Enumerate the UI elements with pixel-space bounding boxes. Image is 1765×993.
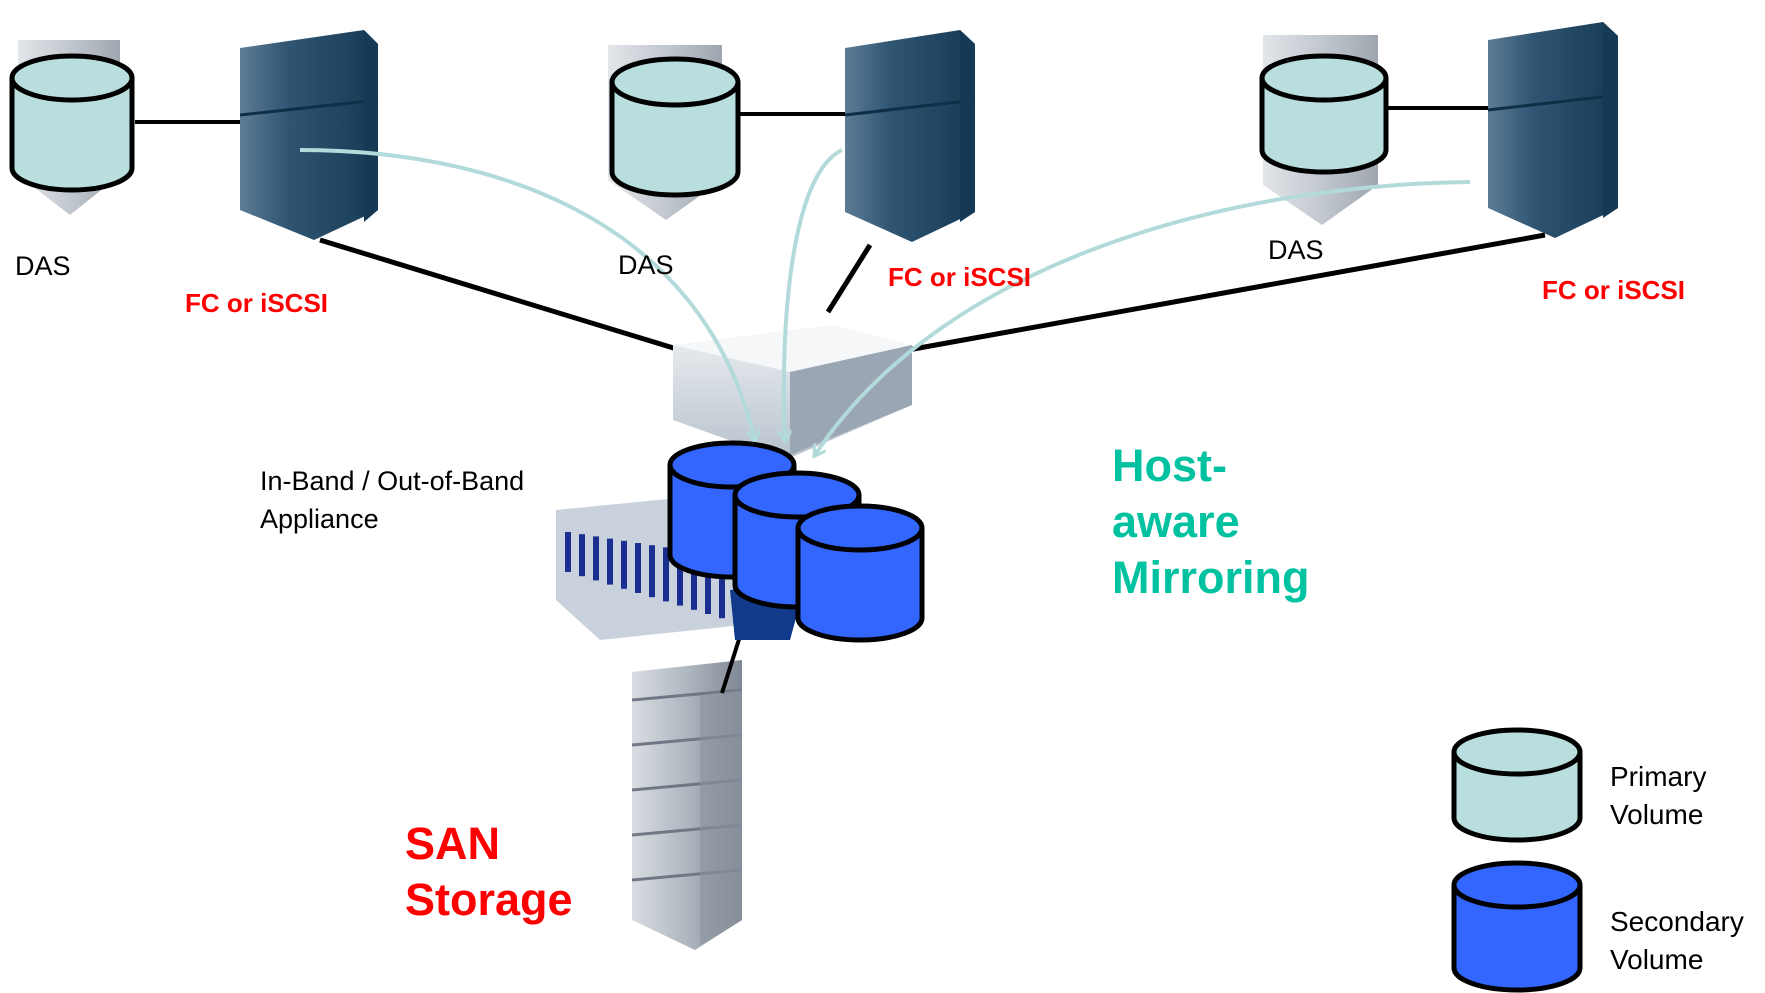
appliance-slot xyxy=(593,536,599,581)
appliance-slot xyxy=(663,547,669,602)
legend-secondary-label: Secondary Volume xyxy=(1610,903,1744,979)
protocol-label-3: FC or iSCSI xyxy=(1542,275,1686,305)
appliance-slot xyxy=(621,540,627,589)
appliance-slot xyxy=(691,551,697,610)
das-links xyxy=(135,106,1488,124)
appliance-slot xyxy=(705,554,711,614)
san-label-line-2: Storage xyxy=(405,874,573,925)
appliance-label-line-1: In-Band / Out-of-Band xyxy=(260,466,525,496)
mirroring-label: Host- aware Mirroring xyxy=(1112,438,1310,606)
san-storage-icon xyxy=(631,660,743,950)
san-link xyxy=(720,629,744,694)
das-label-1: DAS xyxy=(15,251,71,281)
das-label-3: DAS xyxy=(1268,235,1324,265)
server-tower-icon xyxy=(239,30,379,240)
appliance-slot xyxy=(635,543,641,593)
legend-primary-icon xyxy=(1451,727,1583,843)
legend-primary-label: Primary Volume xyxy=(1610,758,1706,834)
appliance-slot xyxy=(565,532,571,572)
appliance-slot xyxy=(677,549,683,606)
protocol-label-2: FC or iSCSI xyxy=(888,262,1032,292)
legend-secondary-line-1: Secondary xyxy=(1610,906,1744,937)
appliance-slot xyxy=(719,556,725,619)
legend-secondary-line-2: Volume xyxy=(1610,944,1704,975)
legend-secondary-icon xyxy=(1451,860,1583,993)
san-label-line-1: SAN xyxy=(405,818,501,869)
mirroring-label-line-3: Mirroring xyxy=(1112,552,1310,603)
secondary-volume-icon xyxy=(795,503,925,643)
appliance-slot xyxy=(649,545,655,598)
server-tower-icon xyxy=(844,30,976,242)
das-disk-icon xyxy=(9,53,135,193)
appliance-slot xyxy=(607,538,613,585)
das-disk-icon xyxy=(1259,53,1389,175)
das-disk-icon xyxy=(609,56,741,198)
mirror-links xyxy=(299,148,1471,455)
appliance-slot xyxy=(579,534,585,577)
server-tower-icon xyxy=(1487,22,1619,238)
san-storage-label: SAN Storage xyxy=(405,816,573,928)
mirroring-label-line-2: aware xyxy=(1112,496,1240,547)
mirroring-label-line-1: Host- xyxy=(1112,440,1227,491)
das-label-2: DAS xyxy=(618,250,674,280)
legend-primary-line-2: Volume xyxy=(1610,799,1704,830)
appliance-label-line-2: Appliance xyxy=(260,504,379,534)
legend-primary-line-1: Primary xyxy=(1610,761,1707,792)
appliance-label: In-Band / Out-of-Band Appliance xyxy=(260,462,524,538)
fc-links xyxy=(319,232,1546,353)
protocol-label-1: FC or iSCSI xyxy=(185,288,329,318)
switch-icon xyxy=(673,325,912,460)
